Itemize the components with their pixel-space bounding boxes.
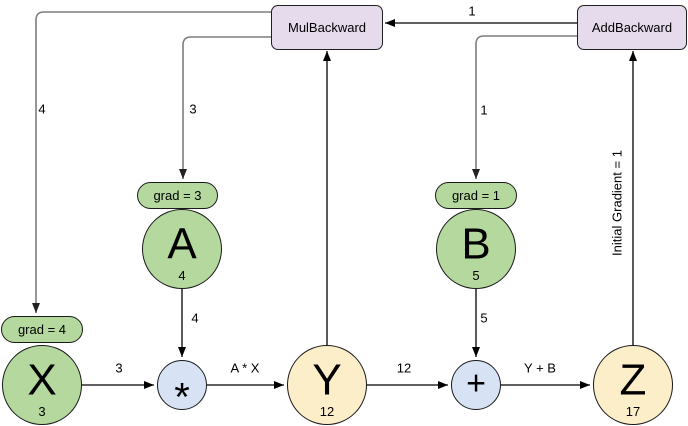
grad-pill-x-label: grad = 4	[17, 322, 67, 337]
grad-pill-x: grad = 4	[1, 316, 83, 343]
edge-label-mul-op-to-y: A * X	[230, 360, 260, 376]
node-a: A 4	[142, 209, 222, 289]
node-y-value: 12	[319, 404, 335, 419]
node-y: Y 12	[287, 345, 367, 425]
node-z: Z 17	[593, 345, 673, 425]
edge-label-mul-to-a-grad: 3	[189, 101, 197, 117]
addbackward-label: AddBackward	[591, 20, 673, 35]
op-add: +	[451, 360, 501, 410]
edge-label-add-op-to-z: Y + B	[524, 360, 556, 376]
grad-pill-b: grad = 1	[435, 182, 517, 209]
node-b-value: 5	[472, 268, 480, 283]
edge-label-b-to-add-op: 5	[480, 310, 488, 326]
node-b-letter: B	[461, 219, 491, 269]
grad-pill-b-label: grad = 1	[451, 188, 501, 203]
edge-label-x-to-mul-op: 3	[115, 360, 123, 376]
node-z-letter: Z	[619, 355, 647, 405]
edge-addbackward-to-bgrad	[472, 35, 577, 179]
node-x: X 3	[2, 345, 82, 425]
node-y-letter: Y	[312, 355, 342, 405]
op-multiply: *	[157, 360, 207, 420]
node-a-value: 4	[178, 268, 186, 283]
mulbackward-box: MulBackward	[271, 5, 383, 50]
edge-label-y-to-add-op: 12	[396, 360, 412, 376]
edge-label-mul-to-x-grad: 4	[38, 101, 46, 117]
edge-label-a-to-mul-op: 4	[191, 310, 199, 326]
edge-mulbackward-to-agrad	[179, 36, 271, 179]
addbackward-box: AddBackward	[577, 5, 687, 50]
add-symbol: +	[466, 364, 486, 403]
node-a-letter: A	[167, 219, 197, 269]
node-z-value: 17	[625, 404, 641, 419]
edge-mulbackward-to-xgrad	[32, 11, 271, 313]
edge-label-initial-gradient: Initial Gradient = 1	[609, 150, 625, 256]
grad-pill-a: grad = 3	[137, 182, 218, 209]
edge-label-add-to-mul: 1	[468, 3, 476, 19]
node-x-letter: X	[27, 355, 57, 405]
mulbackward-label: MulBackward	[287, 20, 367, 35]
multiply-symbol: *	[174, 375, 190, 420]
edge-label-add-to-b-grad: 1	[480, 102, 488, 118]
node-x-value: 3	[38, 404, 46, 419]
grad-pill-a-label: grad = 3	[153, 188, 202, 203]
node-b: B 5	[436, 209, 516, 289]
